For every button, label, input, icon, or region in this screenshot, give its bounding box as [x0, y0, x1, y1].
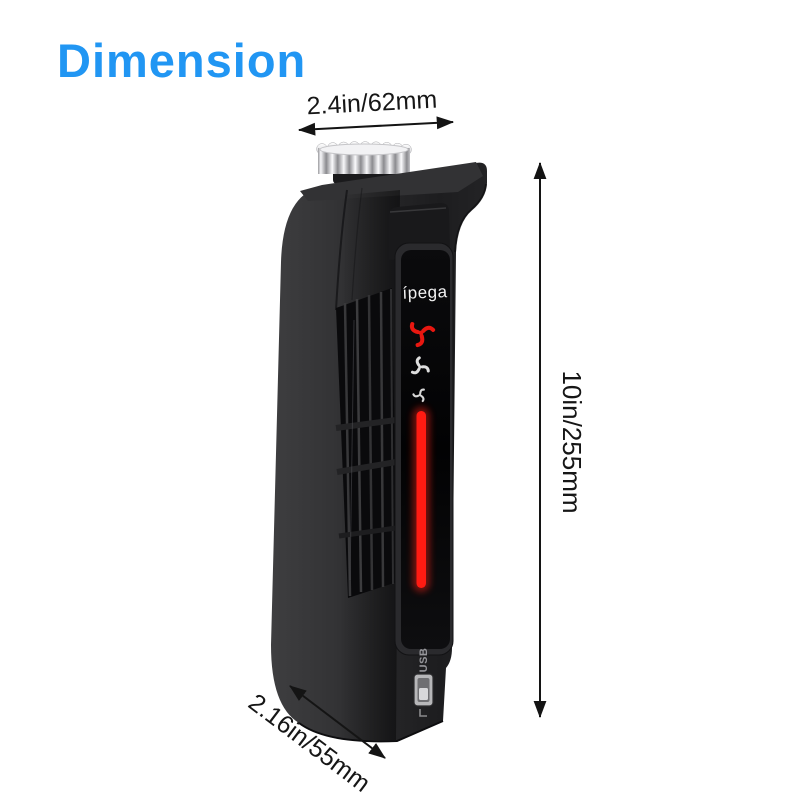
- usb-port: [413, 673, 434, 707]
- vent-grille: [335, 288, 397, 598]
- panel-top-highlight: [389, 207, 447, 213]
- width-arrow: [297, 116, 455, 136]
- usb-symbol-icon: [419, 709, 427, 717]
- usb-port-label: USB: [418, 647, 430, 673]
- device-top-face: [300, 162, 483, 201]
- cooling-fan-device: [271, 141, 487, 743]
- speed-control-knob: [316, 141, 412, 184]
- body-crease-line: [335, 189, 348, 311]
- brand-logo: ípega: [402, 282, 448, 303]
- height-dimension-label: 10in/255mm: [557, 370, 587, 514]
- depth-arrow: [289, 685, 386, 759]
- page-title: Dimension: [57, 34, 307, 87]
- dimension-arrows: [289, 116, 547, 759]
- mount-hook: [454, 183, 487, 253]
- led-strip: [416, 411, 426, 588]
- body-crease-line: [351, 187, 363, 301]
